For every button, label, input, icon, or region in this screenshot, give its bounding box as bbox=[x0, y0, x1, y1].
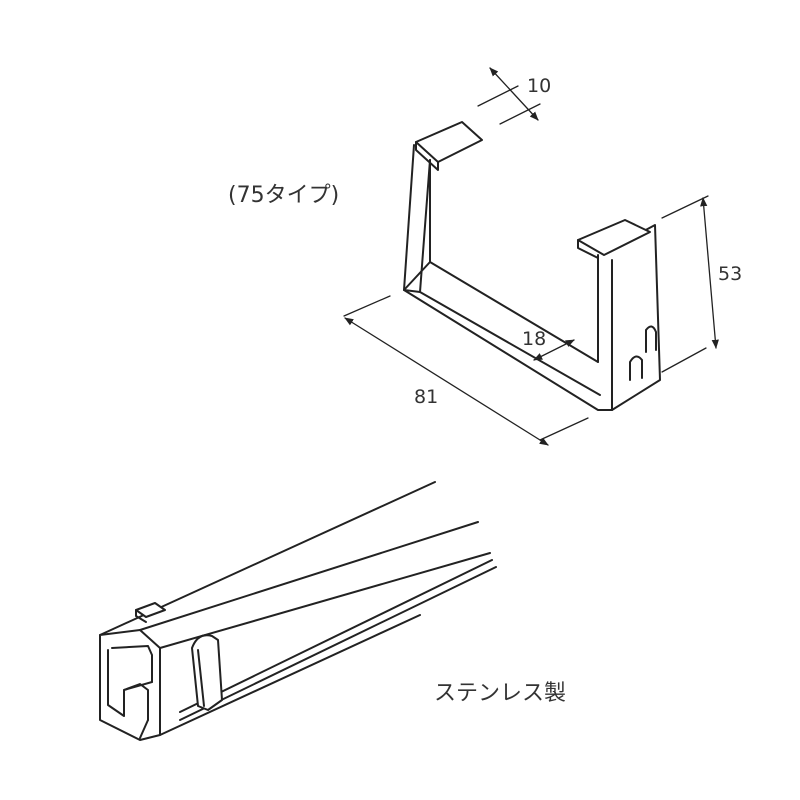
dimension-depth-label: 18 bbox=[522, 328, 546, 350]
dimension-length: 81 bbox=[343, 295, 589, 446]
dimension-height-label: 53 bbox=[718, 263, 742, 285]
dimension-length-label: 81 bbox=[414, 386, 438, 408]
dimension-width-label: 10 bbox=[527, 75, 551, 97]
dimension-height: 53 bbox=[661, 195, 742, 373]
bracket-drawing bbox=[403, 121, 661, 411]
dimension-width: 10 bbox=[477, 67, 551, 125]
rail-drawing bbox=[99, 481, 497, 741]
type-label: (75タイプ) bbox=[228, 183, 339, 208]
material-label: ステンレス製 bbox=[434, 681, 566, 706]
